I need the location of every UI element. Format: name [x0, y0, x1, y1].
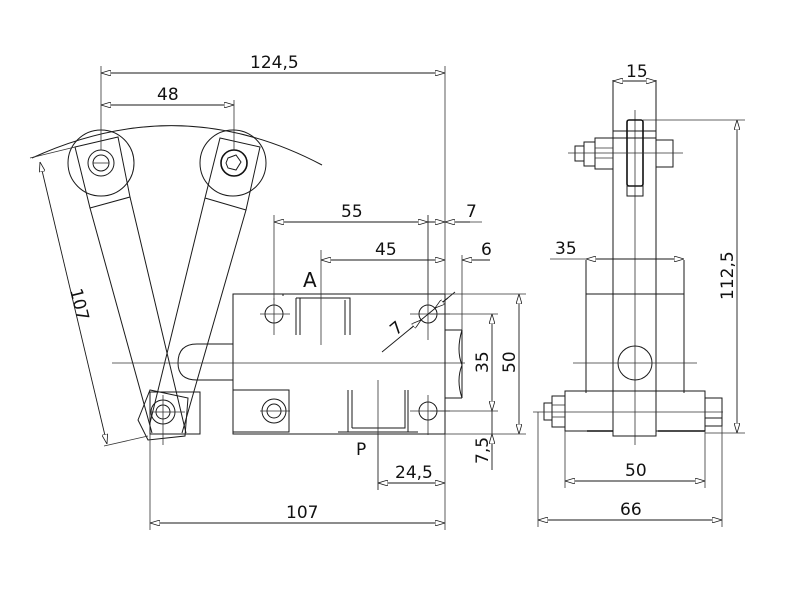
bottom-nut-bolt-icon — [543, 395, 566, 428]
side-view — [533, 80, 723, 445]
dim-overall-top: 124,5 — [250, 53, 299, 73]
dim-roller-spacing: 48 — [157, 85, 179, 105]
dim-arm-length: 107 — [65, 286, 92, 322]
top-nut-bolt-icon — [574, 137, 614, 170]
right-arm-head — [204, 137, 261, 211]
valve-body — [112, 215, 465, 490]
dim-offset-6: 6 — [481, 240, 492, 260]
right-roller-arm — [149, 129, 267, 434]
left-arm-head — [74, 136, 131, 209]
dim-body-height: 50 — [500, 351, 520, 373]
dim-hole-diameter: 7 — [386, 318, 407, 340]
dim-side-overall: 66 — [620, 500, 642, 520]
cam-arc-track — [31, 125, 323, 166]
dim-overall-bottom: 107 — [286, 503, 318, 523]
port-p-label: P — [356, 440, 366, 460]
dim-side-15: 15 — [626, 62, 648, 82]
port-a-label: A — [303, 268, 317, 292]
dim-side-base: 50 — [625, 461, 647, 481]
dim-side-height: 112,5 — [718, 251, 738, 300]
dim-body-45: 45 — [375, 240, 397, 260]
dim-offset-7: 7 — [466, 202, 477, 222]
pivot-block — [137, 389, 201, 445]
dim-port-offset: 24,5 — [395, 463, 433, 483]
side-dimensions: 15 35 112,5 50 66 — [537, 62, 745, 527]
left-roller-arm — [67, 129, 187, 434]
right-roller — [199, 129, 267, 197]
front-view: A P — [31, 125, 465, 490]
dim-bottom-offset: 7,5 — [473, 437, 493, 464]
front-dimensions: 124,5 48 107 55 7 45 6 7 — [29, 53, 526, 530]
dim-hole-spacing: 35 — [473, 351, 493, 373]
dim-side-35: 35 — [555, 239, 577, 259]
dim-body-55: 55 — [341, 202, 363, 222]
right-roller-bolt-icon — [225, 154, 242, 171]
